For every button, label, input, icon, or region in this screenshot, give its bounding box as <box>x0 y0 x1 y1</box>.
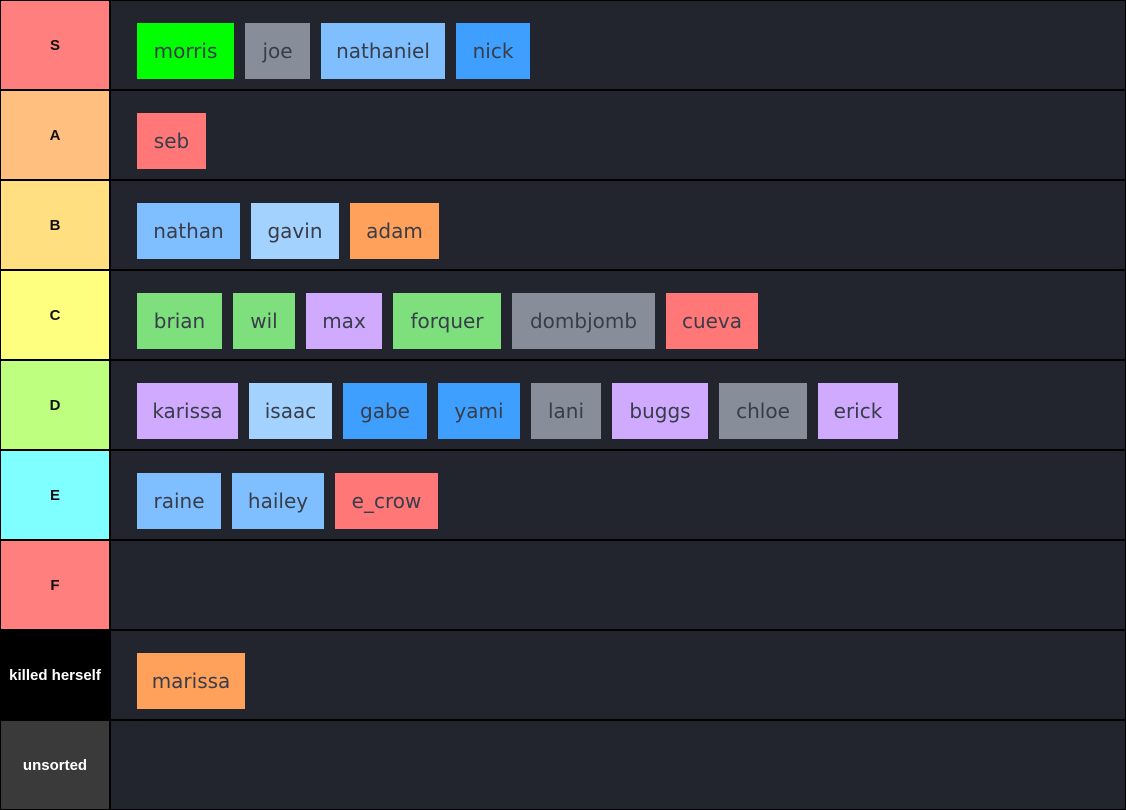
tier-label-killed-herself[interactable]: killed herself <box>1 631 109 719</box>
tier-item-morris[interactable]: morris <box>137 23 234 79</box>
tier-item-seb[interactable]: seb <box>137 113 206 169</box>
tier-item-nathaniel[interactable]: nathaniel <box>321 23 445 79</box>
tier-item-marissa[interactable]: marissa <box>137 653 245 709</box>
tier-item-adam[interactable]: adam <box>350 203 439 259</box>
tier-label-d[interactable]: D <box>1 361 109 449</box>
tier-row-killed-herself: killed herself marissa <box>0 630 1126 719</box>
tier-label-unsorted[interactable]: unsorted <box>1 721 109 809</box>
tier-item-isaac[interactable]: isaac <box>249 383 332 439</box>
tier-label-b[interactable]: B <box>1 181 109 269</box>
tier-item-chloe[interactable]: chloe <box>719 383 807 439</box>
tier-item-e-crow[interactable]: e_crow <box>335 473 438 529</box>
tier-item-max[interactable]: max <box>306 293 382 349</box>
tier-item-cueva[interactable]: cueva <box>666 293 758 349</box>
tier-item-gabe[interactable]: gabe <box>343 383 427 439</box>
tier-item-hailey[interactable]: hailey <box>232 473 324 529</box>
tier-item-raine[interactable]: raine <box>137 473 221 529</box>
tier-item-lani[interactable]: lani <box>531 383 601 439</box>
tier-item-erick[interactable]: erick <box>818 383 898 439</box>
tier-item-nick[interactable]: nick <box>456 23 530 79</box>
tier-item-gavin[interactable]: gavin <box>251 203 339 259</box>
tier-row-unsorted: unsorted <box>0 720 1126 809</box>
tier-label-e[interactable]: E <box>1 451 109 539</box>
tier-item-dombjomb[interactable]: dombjomb <box>512 293 655 349</box>
tier-row-f: F <box>0 540 1126 629</box>
tier-label-a[interactable]: A <box>1 91 109 179</box>
tier-item-wil[interactable]: wil <box>233 293 295 349</box>
tier-item-yami[interactable]: yami <box>438 383 520 439</box>
tier-item-nathan[interactable]: nathan <box>137 203 240 259</box>
tier-label-c[interactable]: C <box>1 271 109 359</box>
tier-dropzone-a[interactable]: seb <box>111 91 1125 179</box>
tier-label-s[interactable]: S <box>1 1 109 89</box>
tier-dropzone-f[interactable] <box>111 541 1125 629</box>
tier-item-buggs[interactable]: buggs <box>612 383 708 439</box>
tier-item-joe[interactable]: joe <box>245 23 310 79</box>
tier-item-karissa[interactable]: karissa <box>137 383 238 439</box>
tier-item-brian[interactable]: brian <box>137 293 222 349</box>
tier-dropzone-unsorted[interactable] <box>111 721 1125 809</box>
tier-label-f[interactable]: F <box>1 541 109 629</box>
tier-item-forquer[interactable]: forquer <box>393 293 501 349</box>
tier-dropzone-killed-herself[interactable]: marissa <box>111 631 1125 719</box>
